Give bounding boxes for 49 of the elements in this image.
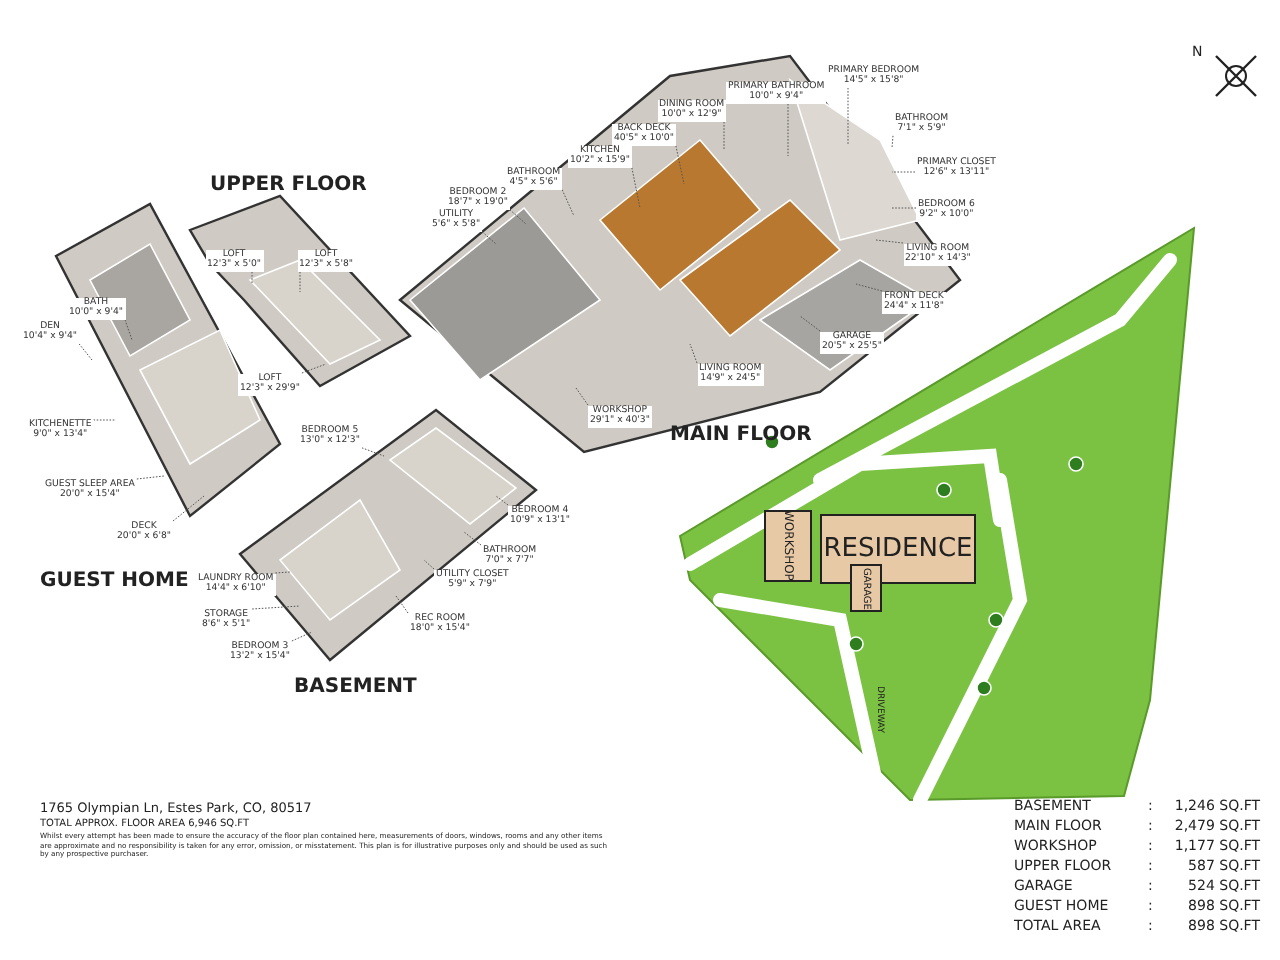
room-label: [657, 99, 727, 122]
leader-line: [495, 495, 509, 506]
leader-line: [787, 103, 789, 157]
leader-line: [423, 559, 435, 570]
leader-line: [361, 447, 385, 457]
leader-line: [855, 283, 883, 292]
room-label: [726, 81, 827, 104]
leader-line: [891, 207, 917, 209]
room-label: [612, 123, 676, 146]
room-label: [297, 249, 356, 272]
leader-line: [575, 387, 589, 406]
leader-line: [799, 315, 821, 332]
leader-line: [172, 495, 205, 522]
leader-line: [723, 121, 725, 151]
leader-line: [891, 135, 894, 149]
leader-line: [301, 363, 327, 374]
leader-line: [875, 239, 904, 244]
room-label: [820, 331, 884, 354]
room-label: [588, 405, 652, 428]
leader-line: [93, 419, 117, 421]
leader-line: [395, 595, 409, 614]
leader-line: [136, 475, 165, 480]
leader-line: [481, 231, 497, 245]
leader-line: [463, 531, 482, 546]
building-footprint: [850, 564, 882, 612]
leader-line: [891, 171, 916, 173]
building-name: RESIDENCE: [823, 534, 973, 564]
floor-heading: UPPER FLOOR: [210, 174, 367, 196]
leader-line: [689, 343, 698, 364]
leader-line: [251, 271, 253, 285]
room-label: [697, 363, 764, 386]
building-footprint: [764, 510, 812, 582]
floor-heading: GUEST HOME: [40, 570, 189, 592]
leader-line: [631, 167, 641, 209]
leader-line: [124, 319, 133, 341]
floor-heading: BASEMENT: [294, 676, 417, 698]
leader-line: [561, 189, 575, 217]
leader-line: [274, 571, 291, 574]
leader-line: [847, 87, 849, 145]
room-label: [205, 249, 264, 272]
leader-line: [299, 271, 301, 293]
leader-line: [675, 145, 685, 185]
floor-heading: MAIN FLOOR: [670, 424, 812, 446]
leader-line: [291, 631, 313, 642]
leader-line: [509, 209, 527, 225]
room-label: [882, 291, 946, 314]
leader-line: [251, 605, 301, 610]
leader-line: [78, 343, 93, 361]
room-label: [67, 297, 126, 320]
